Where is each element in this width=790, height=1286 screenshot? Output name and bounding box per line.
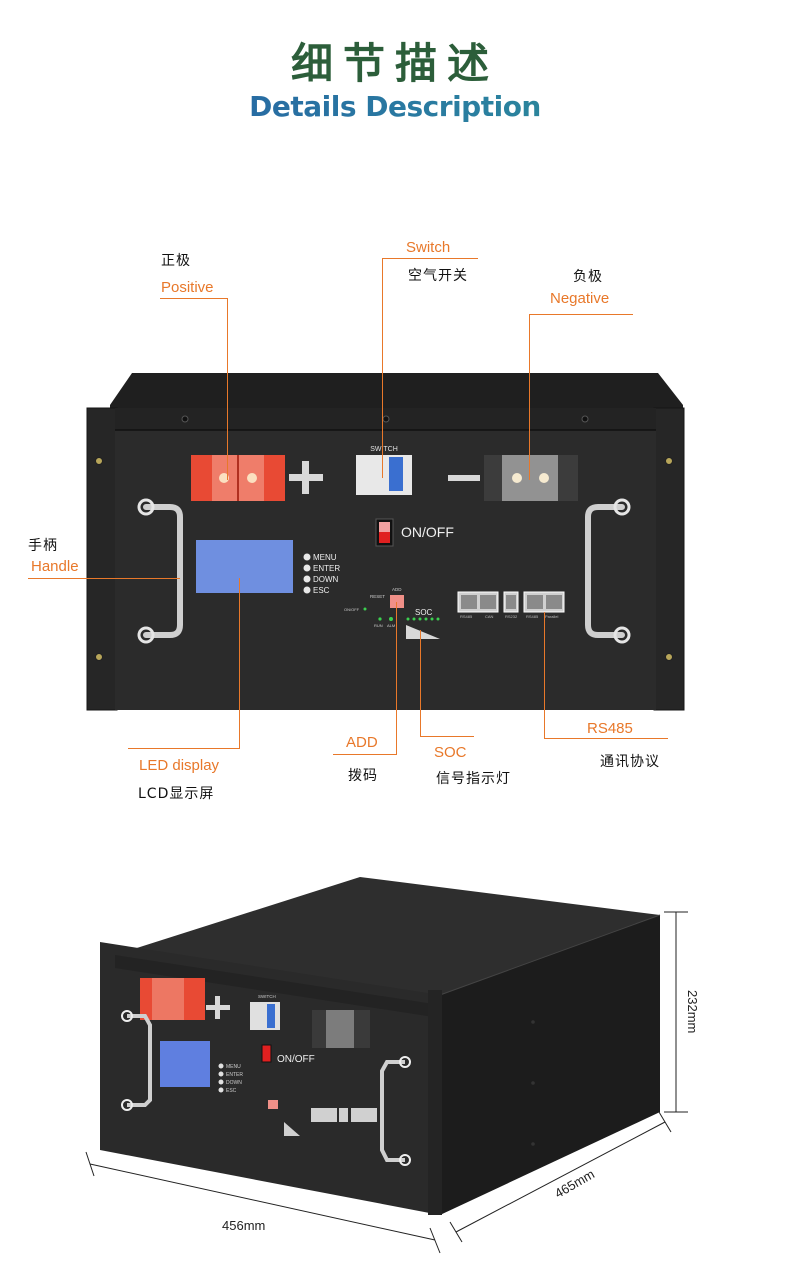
soc-label-cn: 信号指示灯 (436, 771, 511, 787)
perspective-soc-gauge-icon (284, 1122, 300, 1136)
page-title-cn: 细节描述 (290, 39, 499, 88)
positive-leader-v (227, 298, 228, 480)
left-handle-icon (143, 504, 183, 638)
dimension-lines (85, 911, 688, 1254)
handle-label-en: Handle (31, 558, 79, 575)
port-can-label: CAN (485, 614, 494, 619)
rs485-leader-h (544, 738, 668, 739)
screw-icons (181, 415, 589, 423)
chassis-top-face (115, 877, 660, 995)
button-enter-label: ENTER (313, 564, 340, 573)
port-rs232-label: RS232 (505, 614, 518, 619)
soc-label-en: SOC (434, 744, 467, 761)
switch-label-en: Switch (406, 239, 451, 256)
switch-leader-v (382, 258, 383, 478)
positive-label-cn: 正极 (161, 253, 191, 269)
rs485-label-en: RS485 (587, 720, 633, 737)
negative-terminal-icon (484, 455, 578, 501)
onoff-label: ON/OFF (401, 524, 454, 540)
rs485-label-cn: 通讯协议 (600, 754, 660, 770)
switch-label: SWITCH (370, 446, 398, 453)
handle-label-cn: 手柄 (28, 538, 58, 554)
alm-label: ALM (387, 623, 395, 628)
perspective-left-handle-icon (127, 1014, 152, 1107)
add-leader-h (333, 754, 397, 755)
onoff-small-label: ON/OFF (344, 607, 360, 612)
soc-leader-v (420, 630, 421, 736)
switch-label-cn: 空气开关 (408, 268, 468, 284)
port-rs485-label: RS485 (460, 614, 473, 619)
rs485-leader-v (544, 612, 545, 738)
air-switch-icon (356, 455, 412, 495)
rack-ear-screws (95, 457, 673, 661)
button-esc-label: ESC (313, 586, 330, 595)
handle-leader (28, 578, 180, 579)
perspective-button-enter: ENTER (226, 1072, 243, 1078)
negative-leader-h (529, 314, 633, 315)
perspective-button-down: DOWN (226, 1080, 242, 1086)
chassis-side-face (440, 915, 660, 1215)
button-down-label: DOWN (313, 575, 339, 584)
status-leds (378, 617, 393, 621)
lcd-screen (196, 540, 293, 593)
perspective-right-handle-icon (380, 1060, 405, 1162)
perspective-switch-label: SWITCH (258, 994, 276, 999)
lcd-leader-v (239, 578, 240, 748)
led-display-label-en: LED display (139, 757, 220, 774)
soc-label: SOC (415, 608, 433, 617)
add-label-en: ADD (346, 734, 378, 751)
positive-leader-h (160, 298, 228, 299)
perspective-button-menu: MENU (226, 1064, 241, 1070)
perspective-button-esc: ESC (226, 1088, 237, 1094)
reset-label: RESET (370, 594, 385, 599)
button-menu-label: MENU (313, 553, 337, 562)
soc-leader-h (420, 736, 474, 737)
perspective-onoff-rocker-icon (261, 1044, 272, 1063)
onoff-rocker-icon (375, 518, 394, 547)
perspective-onoff-label: ON/OFF (277, 1054, 315, 1065)
add-leader-v (396, 602, 397, 754)
switch-leader-h (382, 258, 478, 259)
perspective-negative-terminal-icon (312, 1010, 370, 1048)
width-dimension-label: 456mm (222, 1218, 266, 1233)
right-handle-icon (585, 504, 625, 638)
add-dip-switch (390, 595, 404, 608)
lcd-buttons (303, 553, 311, 594)
lcd-leader-h (128, 748, 240, 749)
add-label-cn: 拨码 (348, 768, 378, 784)
negative-label-en: Negative (550, 290, 610, 307)
led-display-label-cn: LCD显示屏 (138, 786, 215, 802)
positive-label-en: Positive (161, 279, 214, 296)
run-label: RUN (374, 623, 383, 628)
negative-leader-v (529, 314, 530, 480)
page-title-en: Details Description (0, 90, 790, 123)
height-dimension-label: 232mm (685, 990, 700, 1034)
perspective-switch-icon (250, 1002, 280, 1030)
negative-label-cn: 负极 (573, 269, 603, 285)
perspective-lcd-screen (160, 1041, 210, 1087)
plus-sign-icon (289, 461, 323, 494)
soc-leds (406, 617, 440, 621)
soc-gauge-icon (406, 625, 440, 639)
port-parallel-label: Parallel (545, 614, 558, 619)
minus-sign-icon (448, 475, 480, 481)
port-rs485-2-label: RS485 (526, 614, 539, 619)
positive-terminal-icon (191, 455, 285, 501)
add-label: ADD (392, 587, 402, 592)
perspective-ports (311, 1108, 377, 1122)
perspective-add-dip-switch (268, 1100, 278, 1109)
